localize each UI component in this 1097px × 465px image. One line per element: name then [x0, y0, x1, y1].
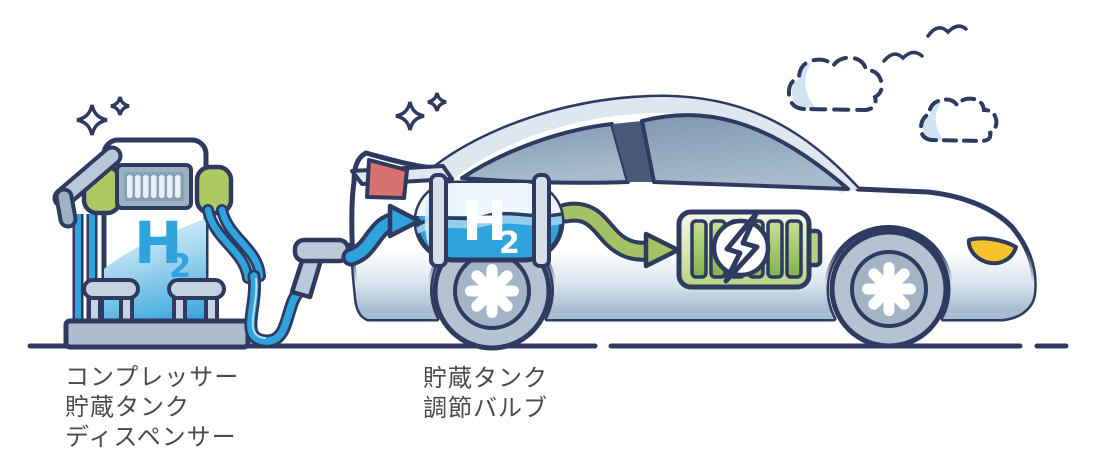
green-flow-arrow [555, 201, 681, 269]
tank-strap [429, 173, 448, 268]
sparkle-icon [396, 102, 424, 130]
pump-h2-subscript: 2 [169, 247, 191, 285]
hose-highlight [251, 278, 266, 339]
sparkle-icon [77, 105, 107, 135]
sparkle-icon [428, 93, 446, 111]
cloud-icon [786, 55, 884, 113]
cloud-shade [791, 62, 816, 108]
blue-flow-arrow [341, 203, 422, 267]
bird-icon [926, 24, 968, 38]
station-caption-line: コンプレッサー [65, 363, 239, 391]
headlight [966, 236, 1018, 266]
pump-base [63, 318, 251, 350]
station-caption-line: 貯蔵タンク [65, 393, 190, 421]
station-caption-line: ディスペンサー [65, 423, 237, 451]
pump-h2-label: H [134, 209, 183, 277]
car-roof-panel [434, 97, 858, 193]
parked-nozzle-grip [58, 191, 74, 225]
wheel-spokes [465, 264, 519, 318]
front-wheel [829, 229, 949, 349]
fuel-nozzle-icon [292, 237, 351, 264]
arrowhead-icon [387, 203, 422, 239]
pump-gauge-bars [127, 175, 181, 198]
car-caption-line: 貯蔵タンク [423, 364, 548, 392]
nozzle-grip [289, 255, 324, 300]
cloud-icon [918, 96, 999, 144]
tank-strap [532, 173, 551, 268]
caption-station: コンプレッサー 貯蔵タンク ディスペンサー [65, 363, 239, 451]
cloud-shade [923, 102, 944, 140]
battery-unit [676, 209, 823, 290]
tail-light [365, 158, 409, 200]
caption-car: 貯蔵タンク 調節バルブ [423, 364, 548, 422]
sparkle-icon [111, 97, 129, 115]
hose [218, 206, 264, 280]
hose-loop [247, 272, 307, 345]
car-caption-line: 調節バルブ [423, 394, 548, 422]
hydrogen-storage-tank: H 2 [413, 173, 565, 268]
sparkles [77, 93, 446, 135]
bird-icon [882, 50, 924, 63]
fuel-nozzle-assembly [244, 237, 356, 348]
tank-h2-label: H [462, 190, 507, 253]
lightning-bolt-icon [723, 211, 760, 284]
front-window [640, 113, 850, 191]
wheel-spokes [862, 262, 916, 316]
arrowhead-icon [643, 231, 681, 269]
pump-rails [82, 278, 226, 326]
tank-h2-subscript: 2 [499, 226, 520, 261]
sky-decorations [786, 24, 999, 144]
hose [204, 206, 252, 282]
hydrogen-dispenser: H 2 [52, 137, 266, 350]
